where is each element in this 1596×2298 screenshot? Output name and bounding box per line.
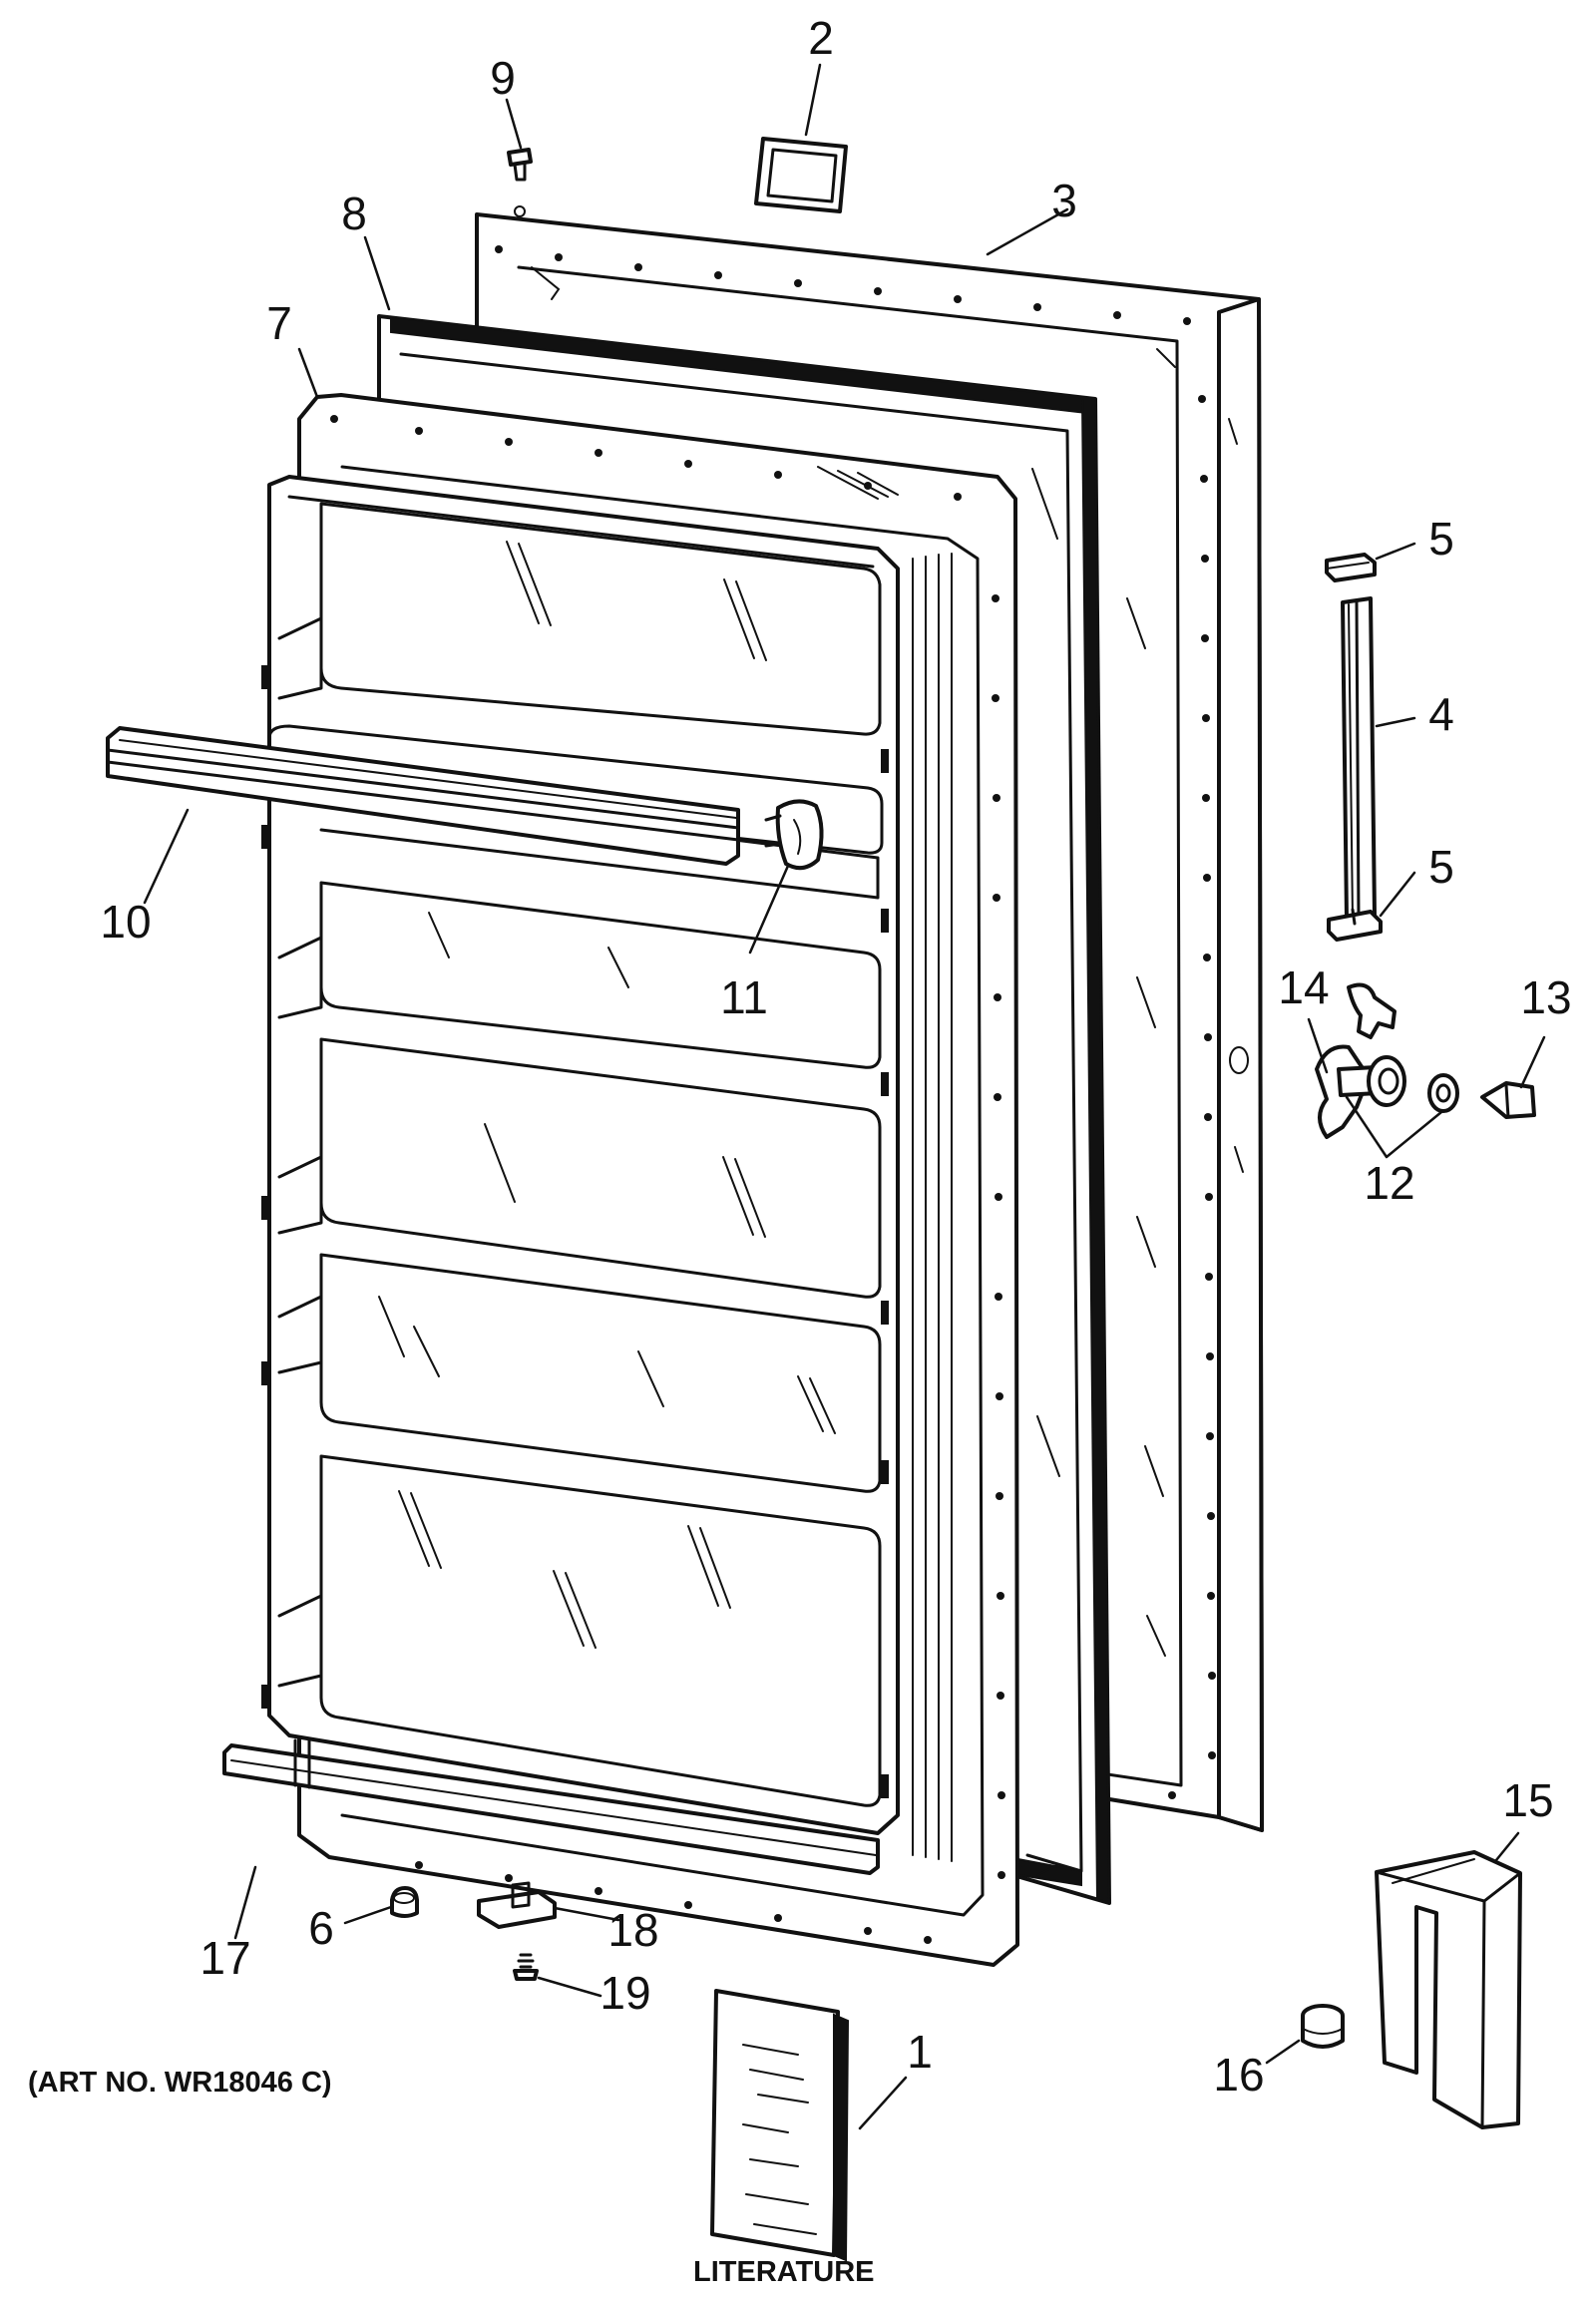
callout-12: 12 (1364, 1157, 1414, 1209)
outer-panel-glare (1126, 418, 1244, 1657)
art-number: (ART NO. WR18046 C) (28, 2067, 332, 2099)
shelf-4 (277, 1037, 882, 1299)
shelf-6 (277, 1454, 882, 1807)
callout-7: 7 (266, 297, 292, 349)
stop-bracket-13[interactable] (1480, 1081, 1536, 1119)
literature-caption: LITERATURE (693, 2256, 875, 2288)
leg-plug-16[interactable] (1301, 2004, 1345, 2049)
bushing-6[interactable] (390, 1886, 419, 1918)
callout-18: 18 (607, 1904, 658, 1956)
callout-3: 3 (1051, 175, 1077, 226)
cover-block-15[interactable] (1375, 1850, 1522, 2129)
callout-4: 4 (1428, 688, 1454, 740)
end-cap-5-bottom[interactable] (1327, 908, 1383, 942)
hinge-bracket-18[interactable] (477, 1881, 557, 1929)
end-cap-5-top[interactable] (1325, 553, 1377, 582)
callout-9: 9 (490, 52, 516, 104)
callout-19: 19 (599, 1967, 650, 2019)
washer-12[interactable] (1427, 1073, 1459, 1113)
callout-2: 2 (808, 12, 834, 64)
callout-15: 15 (1502, 1774, 1553, 1826)
literature-booklet[interactable] (710, 1989, 850, 2262)
shelf-5 (277, 1253, 882, 1493)
shelf-3 (277, 881, 882, 1069)
callout-5-top: 5 (1428, 513, 1454, 565)
shelf-clips (261, 665, 889, 1798)
callout-8: 8 (341, 188, 367, 239)
shelf-1 (277, 502, 882, 736)
callout-5-bottom: 5 (1428, 841, 1454, 893)
bar-end-cap[interactable] (764, 799, 824, 871)
vertical-handle-4[interactable] (1341, 596, 1377, 922)
screw-19[interactable] (513, 1953, 539, 1981)
callout-13: 13 (1520, 971, 1571, 1023)
door-shelves (261, 475, 900, 1835)
bottom-trim-strip[interactable] (222, 1738, 880, 1875)
callout-17: 17 (200, 1932, 250, 1984)
callout-1: 1 (907, 2026, 933, 2078)
callout-6: 6 (308, 1902, 334, 1954)
shelf-bar[interactable] (106, 726, 740, 866)
callout-14: 14 (1278, 961, 1329, 1013)
screw-9[interactable] (507, 148, 533, 217)
square-cap-2[interactable] (754, 137, 848, 213)
callout-labels: 9 2 3 8 7 5 4 5 10 11 14 13 12 15 17 6 1… (100, 12, 1571, 2101)
outer-panel-rivets (495, 245, 1216, 1799)
hinge-pin-12[interactable] (1337, 1055, 1406, 1107)
callout-10: 10 (100, 896, 151, 948)
callout-11: 11 (720, 971, 768, 1023)
leader-lines (143, 63, 1546, 2130)
callout-16: 16 (1213, 2049, 1264, 2101)
